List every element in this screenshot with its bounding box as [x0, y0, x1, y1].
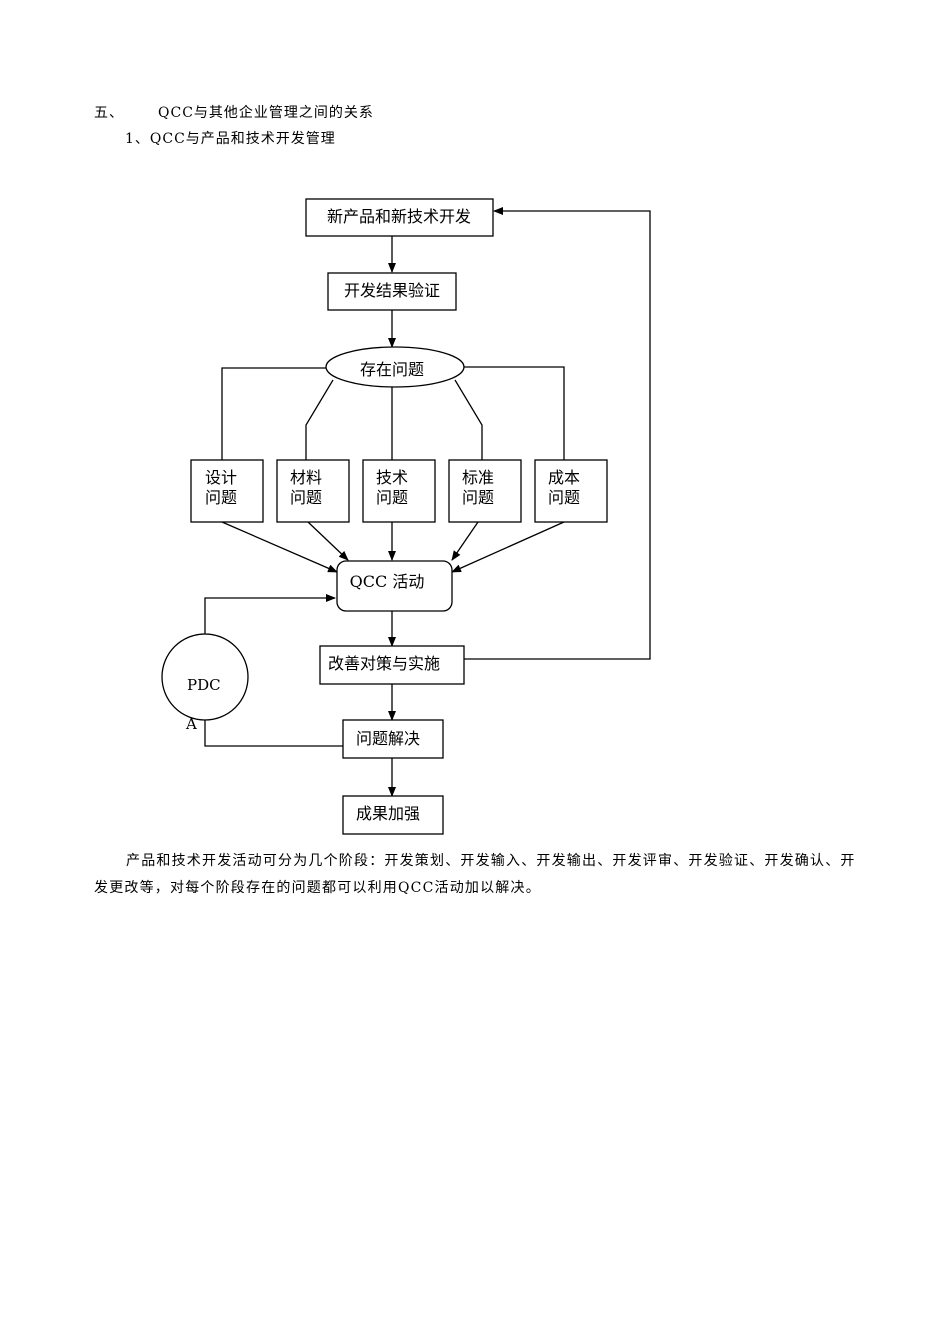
label-problems: 存在问题: [360, 360, 424, 379]
box-design: [190, 459, 264, 523]
section-title: QCC与其他企业管理之间的关系: [158, 105, 374, 121]
label-tech-2: 问题: [376, 488, 408, 507]
box-standard: [448, 459, 522, 523]
box-cost: [534, 459, 608, 523]
label-tech-1: 技术: [376, 468, 408, 487]
label-material-1: 材料: [290, 468, 322, 487]
arrow-cost-qcc: [451, 521, 565, 573]
circle-pdca: [161, 633, 249, 721]
section-number: 五、: [94, 105, 124, 121]
label-measures: 改善对策与实施: [328, 654, 440, 673]
box-solved: [342, 719, 444, 759]
box-material: [276, 459, 350, 523]
box-tech: [362, 459, 436, 523]
box-result: [342, 795, 444, 835]
box-measures: [319, 645, 465, 685]
arrow-material-qcc: [307, 521, 349, 561]
branch-standard: [454, 379, 483, 460]
arrow-standard-qcc: [451, 521, 479, 561]
label-cost-2: 问题: [548, 488, 580, 507]
box-verify: [327, 272, 457, 311]
label-design-1: 设计: [205, 468, 237, 487]
label-qcc: QCC 活动: [350, 572, 425, 591]
label-pdca-2: A: [185, 715, 197, 733]
arrow-pdca-qcc: [204, 594, 336, 634]
box-new-dev: [305, 198, 494, 237]
label-cost-1: 成本: [548, 468, 580, 487]
flowchart: 新产品和新技术开发 开发结果验证 存在问题 设计 问题 材料 问题 技术 问题 …: [161, 198, 651, 835]
label-pdca-1: PDC: [187, 676, 221, 694]
arrow-feedback-loop: [464, 207, 651, 660]
label-standard-2: 问题: [462, 488, 494, 507]
branch-material: [305, 379, 334, 460]
branch-design: [221, 367, 330, 460]
label-solved: 问题解决: [356, 729, 420, 748]
label-design-2: 问题: [205, 488, 237, 507]
subsection-title: 1、QCC与产品和技术开发管理: [125, 131, 336, 147]
label-verify: 开发结果验证: [344, 281, 440, 300]
branch-cost: [460, 366, 565, 460]
ellipse-problems: [325, 346, 465, 388]
body-paragraph: 产品和技术开发活动可分为几个阶段：开发策划、开发输入、开发输出、开发评审、开发验…: [94, 853, 856, 896]
label-material-2: 问题: [290, 488, 322, 507]
label-result: 成果加强: [356, 804, 420, 823]
label-new-dev: 新产品和新技术开发: [327, 207, 471, 226]
arrow-design-qcc: [221, 521, 338, 573]
line-solved-pdca: [204, 720, 343, 747]
label-standard-1: 标准: [462, 468, 494, 487]
box-qcc: [336, 560, 453, 612]
